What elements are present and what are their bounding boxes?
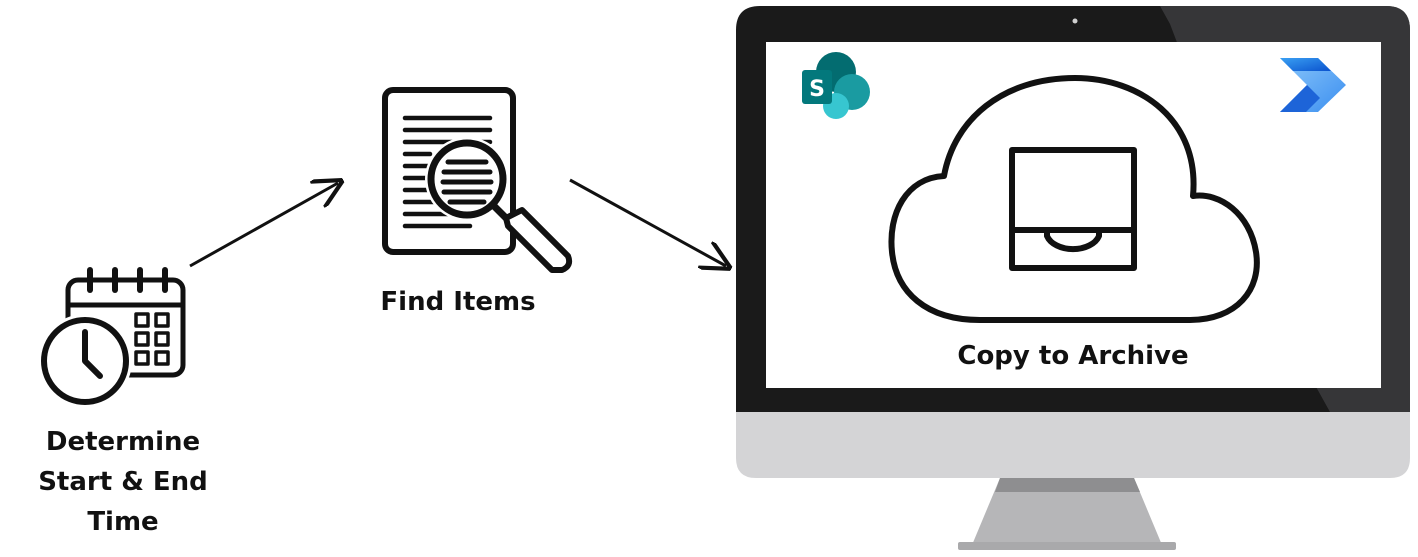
power-automate-logo-icon bbox=[1280, 58, 1346, 112]
step-label-line2: Start & End Time bbox=[38, 467, 208, 537]
archive-drawer-handle bbox=[1044, 230, 1102, 253]
monitor-camera bbox=[1072, 18, 1078, 24]
cloud-outline bbox=[888, 75, 1260, 323]
document-search-icon bbox=[382, 87, 573, 273]
step-label-determine-time: Determine Start & End Time bbox=[0, 422, 246, 542]
monitor-stand bbox=[972, 478, 1162, 545]
cloud-archive-icon bbox=[888, 75, 1260, 323]
monitor-screen bbox=[766, 42, 1381, 388]
arrow-time-to-find bbox=[189, 183, 338, 268]
sharepoint-logo-letter: S bbox=[809, 77, 825, 102]
step-label-line1: Determine bbox=[45, 427, 201, 457]
arrow-find-to-archive bbox=[569, 178, 726, 266]
monitor-chin bbox=[736, 410, 1410, 478]
step-label-find-items: Find Items bbox=[380, 287, 536, 317]
step-label-copy-archive: Copy to Archive bbox=[957, 341, 1189, 371]
monitor bbox=[736, 6, 1410, 550]
calendar-clock-icon bbox=[38, 267, 186, 408]
archive-box bbox=[1009, 147, 1137, 271]
sharepoint-logo-icon: S bbox=[802, 52, 870, 119]
